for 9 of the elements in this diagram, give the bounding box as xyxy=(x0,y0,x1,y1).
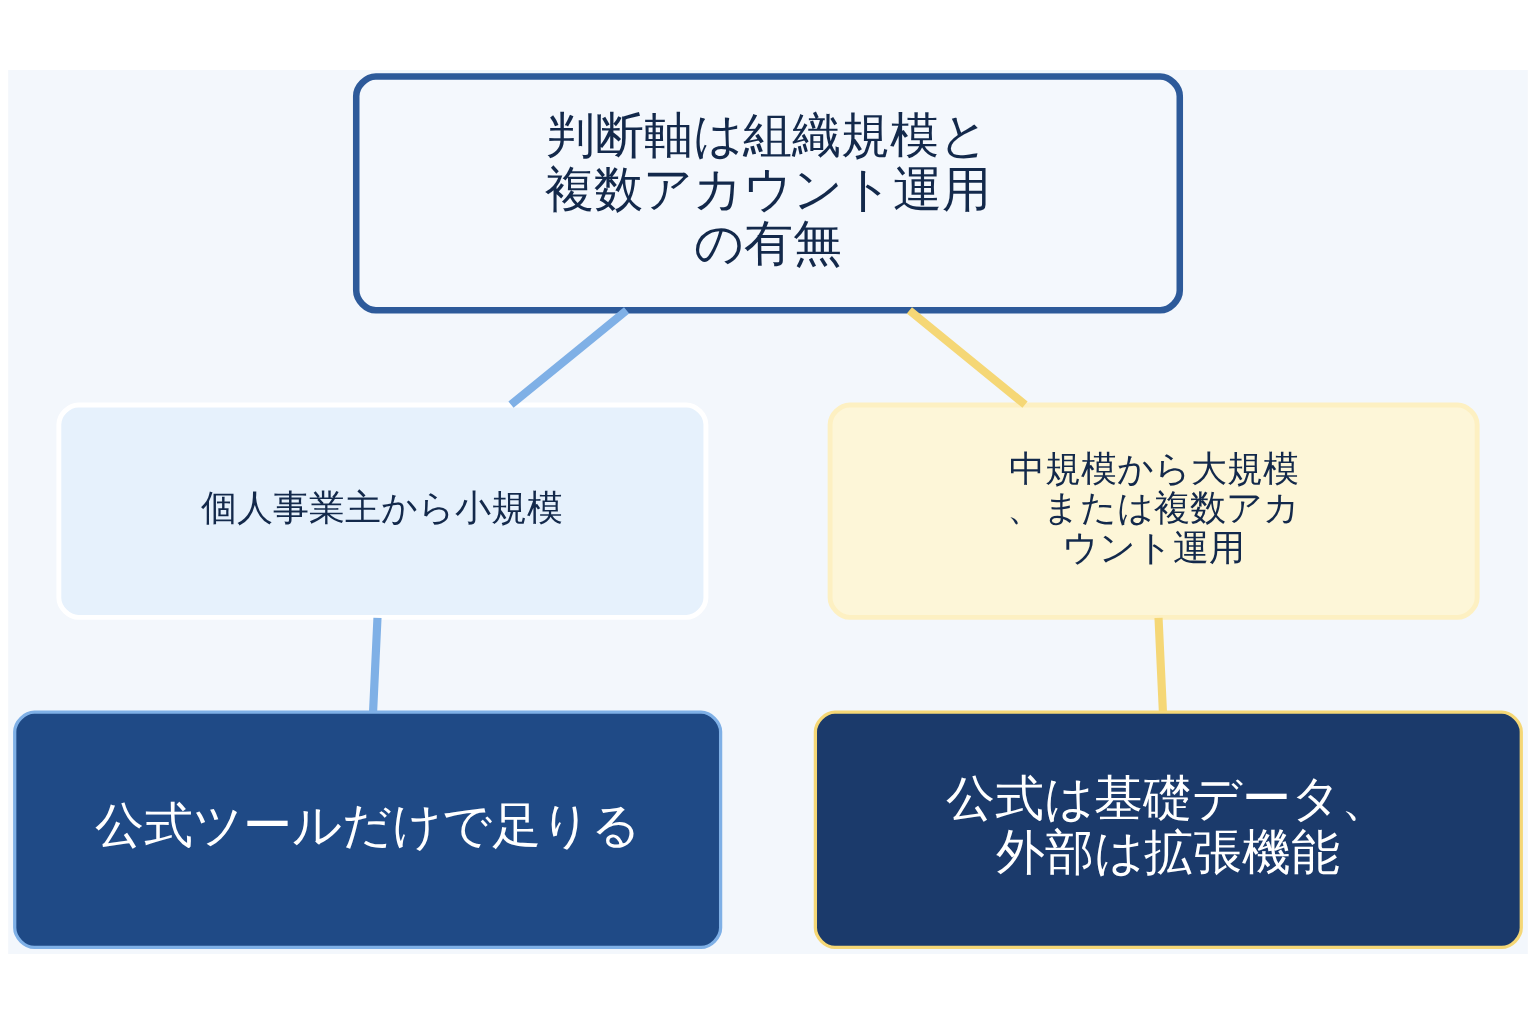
node-box: 個人事業主から小規模 xyxy=(56,402,709,620)
connector xyxy=(906,307,1028,408)
node-box: 中規模から大規模、または複数アカウント運用 xyxy=(827,402,1480,620)
connector xyxy=(1154,617,1167,712)
connector xyxy=(508,307,630,408)
node-box: 公式は基礎データ、外部は拡張機能 xyxy=(813,710,1523,950)
node-box: 公式ツールだけで足りる xyxy=(13,710,723,950)
node-box: 判断軸は組織規模と複数アカウント運用の有無 xyxy=(352,73,1184,314)
connector xyxy=(369,617,382,712)
